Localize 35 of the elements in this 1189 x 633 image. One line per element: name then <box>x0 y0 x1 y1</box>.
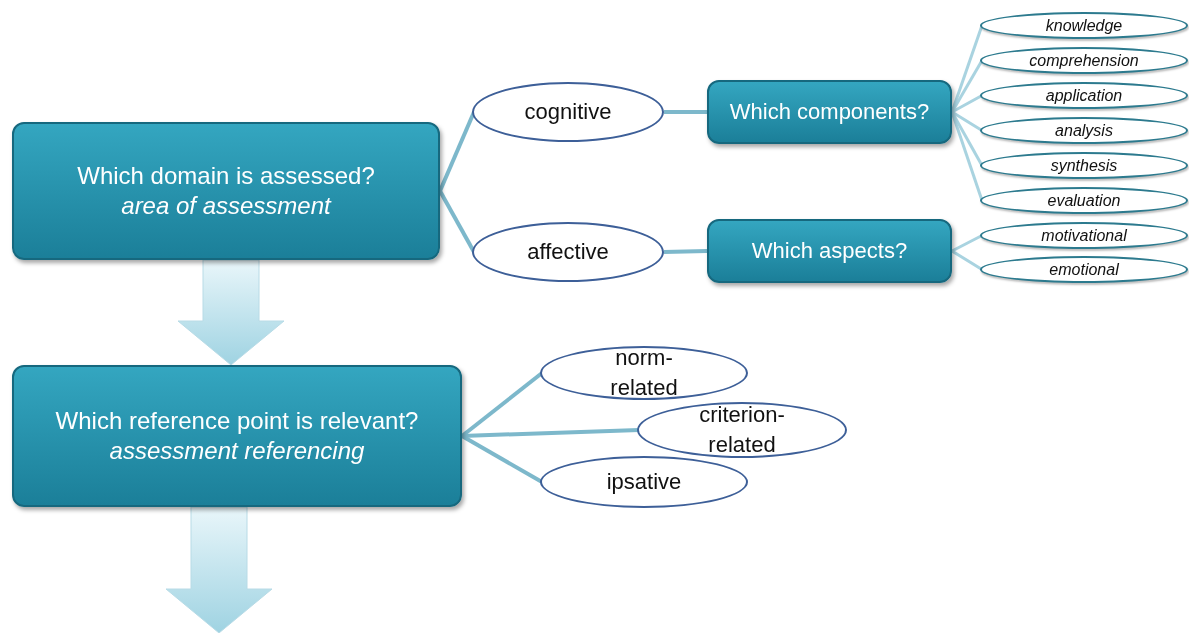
question-box <box>12 365 462 507</box>
node-label: comprehension <box>1029 50 1139 71</box>
oval-node <box>980 117 1188 144</box>
node-label: criterion-related <box>698 401 786 459</box>
node-label: synthesis <box>1050 155 1118 176</box>
connector-line <box>663 249 708 254</box>
question-box <box>12 122 440 260</box>
node-label: cognitive <box>524 99 612 125</box>
node-label: Which domain is assessed? <box>77 161 375 191</box>
node-label: emotional <box>1049 259 1119 280</box>
node-label: norm-related <box>609 344 679 402</box>
block-arrow <box>165 506 273 633</box>
oval-node <box>980 82 1188 109</box>
oval-node <box>980 256 1188 283</box>
oval-node <box>980 222 1188 249</box>
oval-node <box>980 152 1188 179</box>
connector-line <box>664 110 707 114</box>
node-label: application <box>1045 85 1123 106</box>
question-box <box>707 80 952 144</box>
node-label: Which reference point is relevant? <box>55 406 419 436</box>
node-subtitle: assessment referencing <box>109 436 365 466</box>
oval-node <box>980 12 1188 39</box>
node-label: Which aspects? <box>751 238 908 264</box>
node-label: ipsative <box>606 469 682 495</box>
node-label: evaluation <box>1047 190 1121 211</box>
node-label: analysis <box>1055 120 1113 141</box>
question-box <box>707 219 952 283</box>
oval-node <box>980 187 1188 214</box>
block-arrow <box>177 259 285 366</box>
node-label: knowledge <box>1045 15 1123 36</box>
node-label: Which components? <box>729 99 930 125</box>
node-label: affective <box>527 239 609 265</box>
node-subtitle: area of assessment <box>121 191 331 221</box>
oval-node <box>980 47 1188 74</box>
node-label: motivational <box>1041 225 1127 246</box>
